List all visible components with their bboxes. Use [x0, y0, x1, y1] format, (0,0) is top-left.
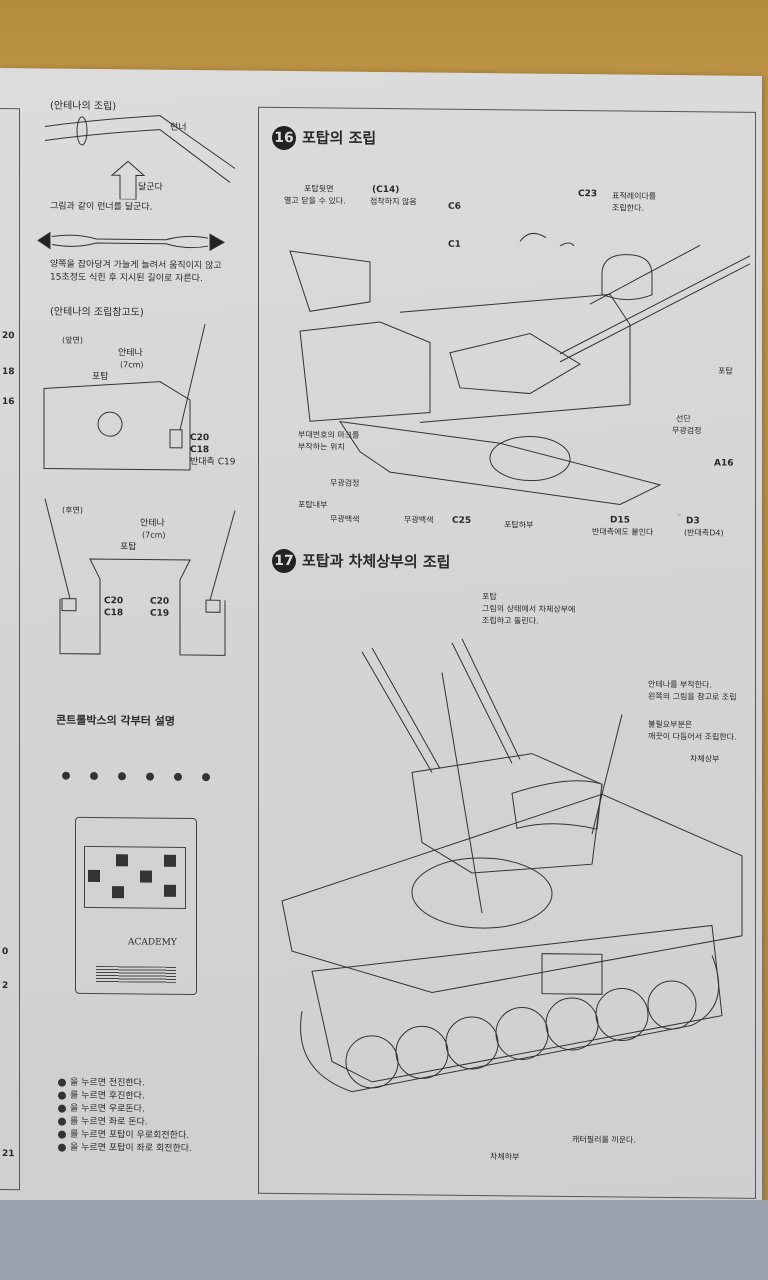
control-button	[112, 886, 124, 899]
label: 포탑내부	[298, 500, 328, 510]
stretch-illustration	[37, 231, 226, 252]
button-indicators	[62, 771, 214, 784]
tank-assembly-illustration	[281, 638, 743, 1093]
margin-number: 2	[2, 981, 9, 992]
label: 표적레이다를	[612, 191, 657, 201]
section-title: 콘트롤박스의 각부터 설명	[56, 713, 175, 728]
lower-hull-label: 차체하부	[490, 1152, 520, 1162]
margin-number: 18	[2, 367, 15, 378]
control-box-illustration: ACADEMY	[75, 816, 197, 996]
margin-number: 16	[2, 397, 15, 408]
part-c19: 반대측 C19	[190, 456, 236, 468]
part-c18: C18	[190, 444, 210, 456]
part-label: C20	[104, 596, 124, 607]
instruction-item: 을 누르면 포탑이 좌로 회전한다.	[58, 1142, 192, 1156]
brand-label: ACADEMY	[128, 937, 177, 948]
margin-number: 20	[2, 331, 15, 342]
step-text: 그림과 같이 런너를 달군다.	[50, 201, 153, 213]
part-c6: C6	[448, 201, 461, 212]
heat-label: 달군다	[138, 182, 163, 193]
part-c23: C23	[578, 189, 598, 200]
control-button	[116, 854, 128, 867]
label: 부대번호의 마크를	[298, 430, 360, 440]
tracks-label: 캐터필러를 끼운다.	[572, 1135, 636, 1145]
turret-label: 포탑	[718, 366, 733, 376]
part-a16: A16	[714, 458, 734, 469]
part-d15: D15	[610, 515, 630, 526]
label: 포탑뒷면	[304, 184, 334, 194]
turret-exploded-illustration	[289, 232, 750, 516]
antenna-reference-section: (안테나의 조립참고도) (앞면) 안테나 (7cm) 포탑 C20 C18 반…	[0, 68, 762, 656]
runner-label: 런너	[170, 122, 187, 133]
label: 반대측에도 붙인다	[592, 527, 654, 537]
label: 부착하는 위치	[298, 442, 345, 452]
rear-view-illustration	[44, 498, 236, 656]
part-label: C19	[150, 608, 170, 619]
control-button	[164, 884, 176, 897]
paint-label: 무광백색	[404, 515, 434, 525]
label: 포탑하부	[504, 520, 534, 530]
instruction-list: 을 누르면 전진한다. 를 누르면 후진한다. 을 누르면 우로돈다. 를 누르…	[58, 1077, 192, 1156]
part-c14: (C14)	[372, 184, 400, 196]
control-button	[164, 854, 176, 867]
label: 무광검정	[672, 426, 702, 436]
front-view-illustration	[43, 324, 206, 471]
label: 열고 닫을 수 있다.	[284, 195, 346, 206]
label: 접착하지 않음	[370, 196, 417, 207]
label: (반대측D4)	[684, 528, 724, 538]
previous-page-edge	[0, 107, 20, 1191]
label: 조립한다.	[612, 203, 644, 213]
control-button	[140, 870, 152, 883]
section-title: (안테나의 조립참고도)	[50, 306, 144, 319]
part-label: C20	[150, 596, 170, 607]
paint-label: 무광검정	[330, 478, 360, 488]
control-box-section: 콘트롤박스의 각부터 설명 ACADEMY 을 누르면 전진한다. 를 누르면 …	[0, 68, 762, 1154]
step-text: 양쪽을 잡아당겨 가늘게 늘려서 움직이지 않고	[50, 259, 222, 272]
antenna-assembly-section: (안테나의 조립) 런너 달군다 그림과 같이 런너를 달군다. 양쪽을 잡아당…	[0, 68, 762, 284]
margin-number: 0	[2, 947, 9, 958]
background-surface	[0, 1200, 768, 1280]
label: 포탑	[482, 592, 497, 602]
label: 선단	[676, 414, 691, 424]
control-button	[88, 869, 100, 883]
margin-number: 21	[2, 1149, 15, 1160]
part-label: C18	[104, 608, 124, 619]
part-c20: C20	[190, 432, 210, 444]
part-c25: C25	[452, 515, 472, 526]
label: 무광백색	[330, 514, 360, 524]
step-text: 15초정도 식힌 후 지시된 길이로 자른다.	[50, 272, 203, 285]
instruction-page: 20 18 16 0 2 21 (안테나의 조립) 런너 달군다 그림과 같이 …	[0, 68, 762, 1226]
part-d3: D3	[686, 516, 700, 527]
runner-illustration	[44, 115, 236, 200]
